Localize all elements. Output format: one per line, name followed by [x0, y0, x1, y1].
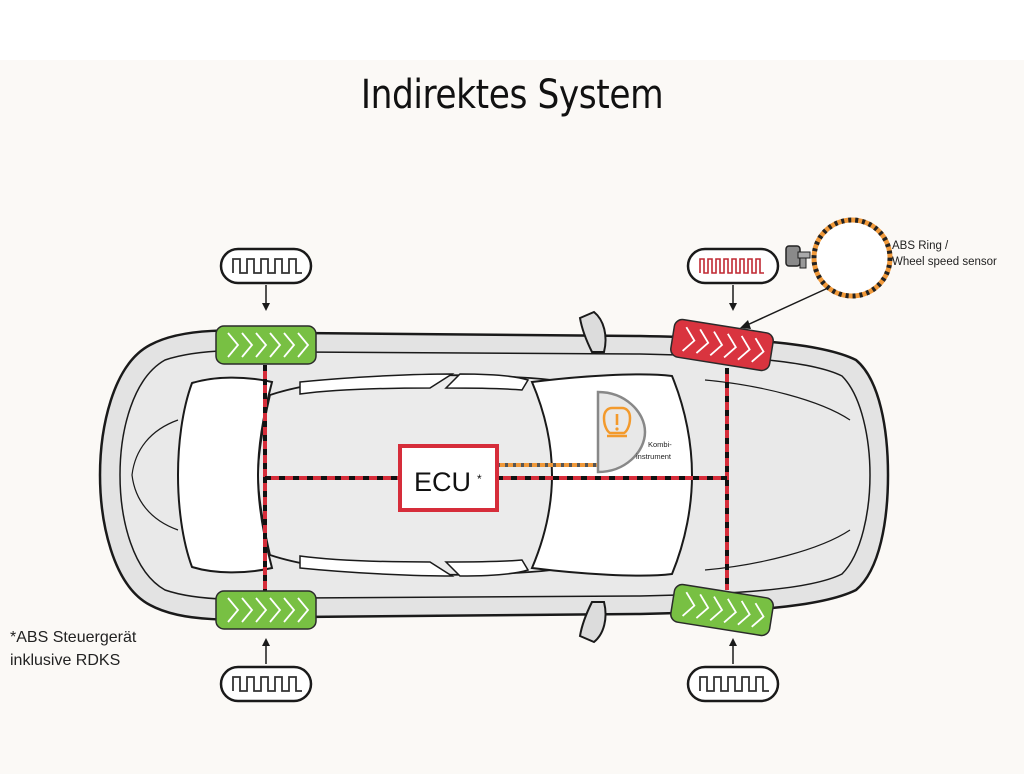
side-mirror-bottom [578, 601, 607, 644]
wheel-signal-front-left [686, 247, 780, 311]
sensor-label-line1: ABS Ring / [892, 240, 949, 252]
cluster-label-line2: instrument [636, 452, 672, 461]
tire-front-right [670, 583, 774, 637]
wheel-signal-rear-right [219, 638, 313, 703]
tire-rear-left [215, 325, 317, 365]
cluster-label-line1: Kombi- [648, 440, 672, 449]
tpms-warning-icon [602, 406, 632, 438]
footnote-line1: *ABS Steuergerät [10, 629, 137, 646]
ecu-label: ECU [414, 467, 471, 497]
sensor-label-line2: Wheel speed sensor [892, 256, 997, 268]
footnote: *ABS Steuergerät inklusive RDKS [10, 626, 136, 672]
side-mirror-top [578, 310, 607, 353]
abs-ring-sensor: ABS Ring / Wheel speed sensor [740, 217, 997, 329]
wiring-harness [263, 365, 729, 592]
tire-front-left-warning [670, 318, 774, 372]
footnote-line2: inklusive RDKS [10, 652, 121, 669]
wheel-speed-probe-icon [785, 245, 811, 269]
tire-rear-right [215, 590, 317, 630]
ecu-footnote-marker: * [477, 472, 482, 486]
instrument-cluster: Kombi- instrument [596, 390, 672, 474]
wheel-signal-front-right [686, 638, 780, 703]
ecu-box: ECU * [398, 444, 499, 512]
page-title: Indirektes System [360, 72, 664, 118]
wheel-signal-rear-left [219, 247, 313, 311]
